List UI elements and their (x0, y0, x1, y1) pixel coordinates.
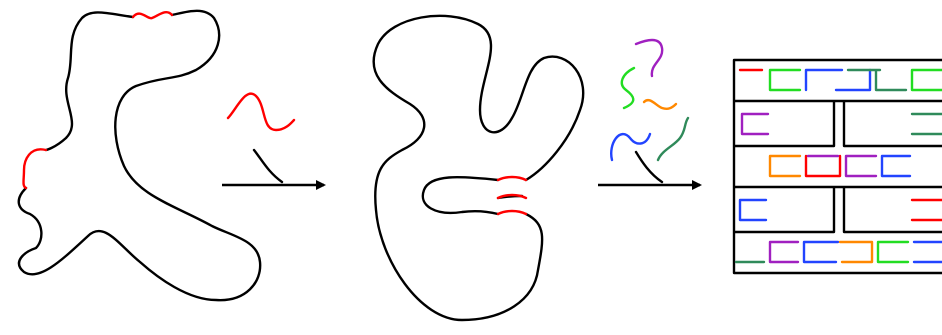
highlight-site-top (131, 11, 174, 20)
arrow-1-hook (252, 148, 284, 184)
lattice-row-1 (738, 68, 942, 92)
lattice-row-3 (768, 154, 912, 178)
red-strand (226, 92, 296, 132)
green-strand-1 (620, 66, 636, 110)
row5-blue (802, 240, 840, 264)
highlight-site-left (22, 148, 48, 190)
folded-molecule (372, 14, 585, 322)
teal-strand (656, 116, 690, 162)
lattice-outline (732, 58, 942, 275)
assembled-lattice (732, 58, 942, 275)
folded-outline (372, 14, 585, 322)
row5-green (876, 240, 910, 264)
row3-red (804, 154, 842, 178)
row2-purple (740, 112, 770, 136)
row1-blue (804, 68, 872, 92)
row3-purple (806, 154, 878, 178)
bound-stack (496, 175, 528, 216)
lattice-row-2 (740, 112, 942, 136)
arrow-1 (222, 92, 326, 190)
stack-rung-3 (496, 209, 528, 216)
row5-purple (768, 240, 800, 264)
stack-rung-2 (496, 193, 528, 200)
molecule-outline (17, 9, 262, 302)
row4-red (910, 198, 942, 222)
row5-blue-2 (912, 240, 942, 264)
purple-strand (634, 38, 664, 78)
row3-orange (768, 154, 802, 178)
lattice-row-4 (738, 198, 942, 222)
mixed-strands (610, 38, 690, 162)
row5-orange (838, 240, 874, 264)
row1-teal (846, 68, 908, 92)
orange-strand (642, 98, 678, 110)
arrow-2-hook (634, 150, 664, 184)
arrow-2 (598, 38, 702, 190)
initial-molecule (17, 9, 262, 302)
lattice-row-5 (734, 240, 942, 264)
row1-green-2 (910, 68, 942, 92)
stack-rung-1 (496, 175, 528, 182)
row2-teal (910, 112, 942, 136)
row3-blue (880, 154, 912, 178)
row4-blue (738, 198, 768, 222)
row1-green-1 (768, 68, 802, 92)
blue-strand (610, 132, 652, 162)
